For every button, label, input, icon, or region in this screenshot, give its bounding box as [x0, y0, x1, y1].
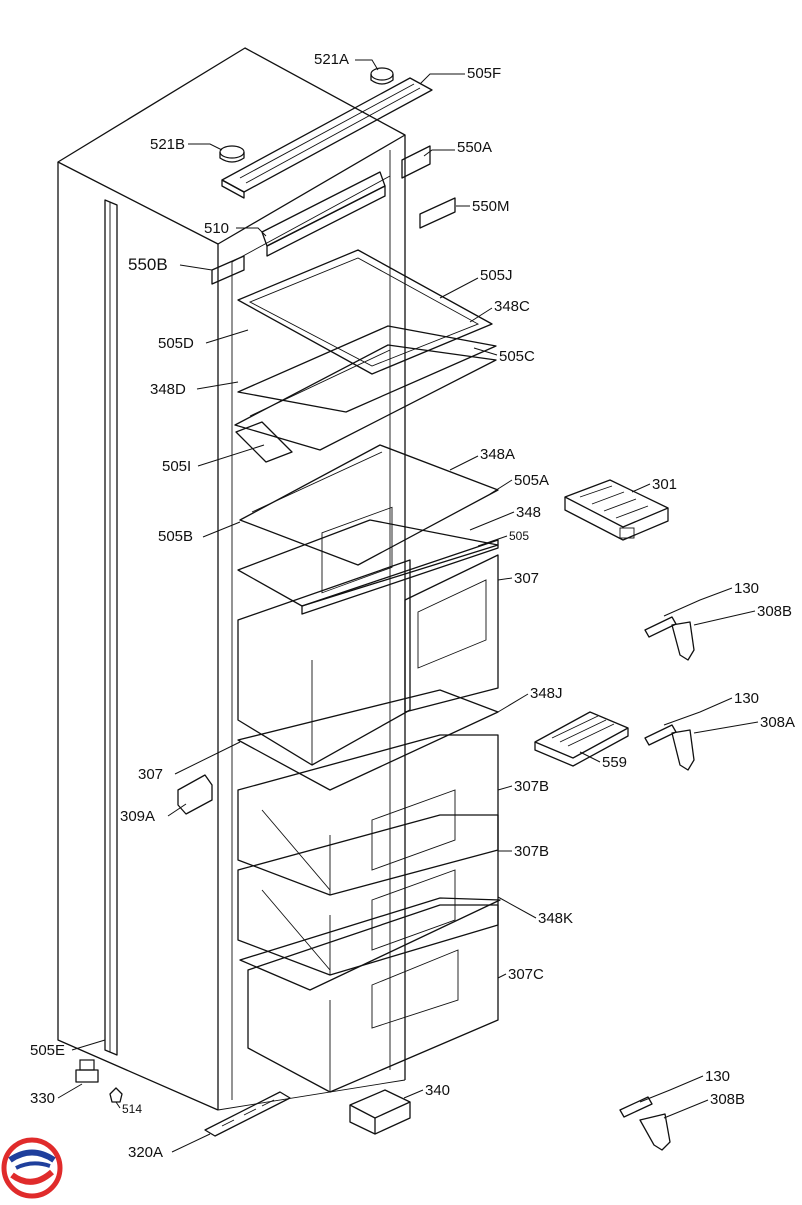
light-unit-510	[261, 171, 386, 257]
shelf-348J	[237, 689, 499, 791]
hinge-308B-upper	[644, 616, 695, 661]
label-307B-a: 307B	[514, 778, 549, 795]
label-505: 505	[509, 529, 529, 543]
pad-550A	[401, 145, 431, 179]
label-510: 510	[204, 220, 229, 237]
label-521B: 521B	[150, 136, 185, 153]
rail-320A	[204, 1091, 291, 1137]
cabinet	[57, 47, 406, 1111]
screw-514	[109, 1087, 123, 1103]
shelf-348K	[239, 897, 501, 991]
top-rail-505F	[221, 77, 433, 199]
label-348D: 348D	[150, 381, 186, 398]
drawer-307-right	[404, 554, 499, 713]
label-301: 301	[652, 476, 677, 493]
label-550M: 550M	[472, 198, 510, 215]
label-307-top: 307	[514, 570, 539, 587]
label-348J: 348J	[530, 685, 563, 702]
label-550B: 550B	[128, 255, 168, 274]
shelf-348	[237, 519, 499, 615]
label-130-b: 130	[734, 690, 759, 707]
label-308B-c: 308B	[710, 1091, 745, 1108]
label-340: 340	[425, 1082, 450, 1099]
label-130-c: 130	[705, 1068, 730, 1085]
shelf-348C	[237, 249, 493, 375]
label-plate-550M	[419, 197, 456, 229]
label-505B: 505B	[158, 528, 193, 545]
hinge-cap-521A	[370, 67, 394, 85]
box-340	[349, 1089, 411, 1135]
drawer-307-left	[237, 506, 411, 766]
label-130-a: 130	[734, 580, 759, 597]
label-309A: 309A	[120, 808, 155, 825]
label-505E: 505E	[30, 1042, 65, 1059]
brand-logo-icon	[1, 1137, 63, 1199]
label-514: 514	[122, 1102, 142, 1116]
label-307C: 307C	[508, 966, 544, 983]
label-320A: 320A	[128, 1144, 163, 1161]
label-308B-a: 308B	[757, 603, 792, 620]
tray-559	[534, 711, 629, 767]
label-348: 348	[516, 504, 541, 521]
label-505A: 505A	[514, 472, 549, 489]
label-550A: 550A	[457, 139, 492, 156]
label-307B-b: 307B	[514, 843, 549, 860]
rail-505I	[235, 421, 293, 463]
label-505F: 505F	[467, 65, 501, 82]
ice-tray-301	[564, 479, 669, 541]
hinge-308B-lower	[619, 1096, 671, 1151]
hinge-cap-521B	[219, 145, 245, 163]
label-559: 559	[602, 754, 627, 771]
callout-labels: 521A 505F 521B 550A 550M 510 550B 505J 3…	[30, 51, 795, 1161]
shelf-348D	[234, 325, 497, 451]
label-521A: 521A	[314, 51, 349, 68]
label-348A: 348A	[480, 446, 515, 463]
drawer-307B-lower	[237, 814, 499, 976]
label-308A: 308A	[760, 714, 795, 731]
label-505I: 505I	[162, 458, 191, 475]
label-505J: 505J	[480, 267, 513, 284]
label-505C: 505C	[499, 348, 535, 365]
hinge-308A	[644, 724, 695, 771]
shelf-348A	[239, 444, 499, 566]
foot-330	[75, 1059, 99, 1083]
bracket-309A	[177, 774, 213, 815]
label-330: 330	[30, 1090, 55, 1107]
pad-550B	[211, 255, 245, 285]
leader-lines	[57, 59, 759, 1153]
drawer-307C	[247, 904, 499, 1093]
label-307-left: 307	[138, 766, 163, 783]
label-348K: 348K	[538, 910, 573, 927]
label-348C: 348C	[494, 298, 530, 315]
label-505D: 505D	[158, 335, 194, 352]
